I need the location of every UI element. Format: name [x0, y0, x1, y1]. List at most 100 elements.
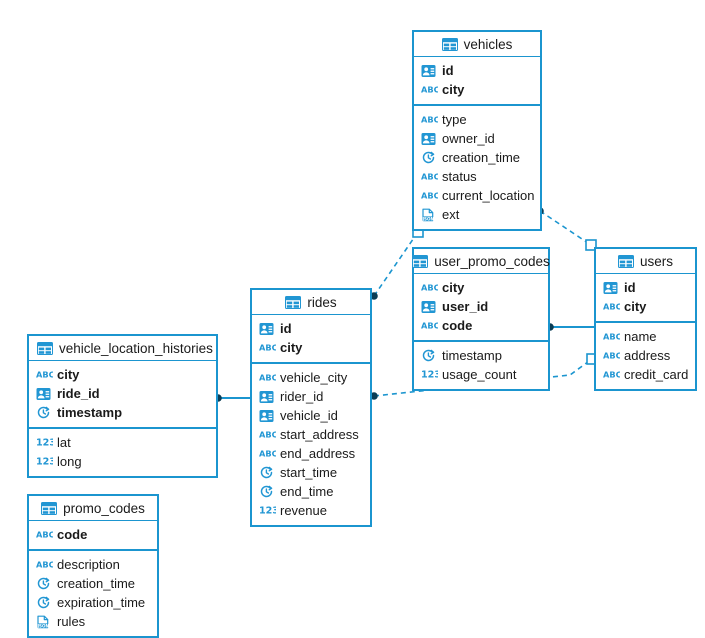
table-grid-icon — [441, 37, 458, 51]
svg-text:ABC: ABC — [421, 114, 438, 124]
field-row[interactable]: expiration_time — [29, 593, 157, 612]
primary-key-row[interactable]: id — [596, 278, 695, 297]
field-row[interactable]: 123 usage_count — [414, 365, 548, 384]
field-name: credit_card — [624, 367, 689, 382]
field-row[interactable]: ABC credit_card — [596, 365, 695, 384]
svg-text:123: 123 — [421, 369, 438, 379]
field-section: 123 lat 123 long — [29, 429, 216, 476]
field-name: description — [57, 557, 120, 572]
field-row[interactable]: start_time — [252, 463, 370, 482]
json-document-icon: JSON — [421, 208, 436, 222]
primary-key-row[interactable]: ABC code — [414, 316, 548, 335]
field-name: ext — [442, 207, 460, 222]
field-name: long — [57, 454, 82, 469]
field-name: id — [624, 280, 636, 295]
abc-text-icon: ABC — [259, 341, 276, 355]
field-row[interactable]: creation_time — [414, 148, 540, 167]
primary-key-row[interactable]: ride_id — [29, 384, 216, 403]
svg-text:123: 123 — [36, 456, 53, 466]
primary-key-row[interactable]: id — [414, 61, 540, 80]
123-number-icon: 123 — [36, 436, 53, 450]
clock-icon — [259, 466, 274, 480]
field-row[interactable]: owner_id — [414, 129, 540, 148]
abc-text-icon: ABC — [36, 558, 53, 572]
field-row[interactable]: ABC start_address — [252, 425, 370, 444]
field-row[interactable]: 123 lat — [29, 433, 216, 452]
field-name: code — [442, 318, 473, 333]
field-row[interactable]: end_time — [252, 482, 370, 501]
id-badge-icon — [421, 300, 436, 314]
field-row[interactable]: creation_time — [29, 574, 157, 593]
abc-text-icon: ABC — [421, 83, 438, 97]
table-grid-icon — [285, 295, 302, 309]
svg-text:ABC: ABC — [36, 559, 53, 569]
field-name: code — [57, 527, 88, 542]
svg-text:123: 123 — [259, 505, 276, 515]
field-name: timestamp — [57, 405, 123, 420]
svg-text:ABC: ABC — [259, 429, 276, 439]
123-number-icon: 123 — [36, 455, 53, 469]
field-name: id — [280, 321, 292, 336]
field-row[interactable]: JSON ext — [414, 205, 540, 224]
field-name: user_id — [442, 299, 489, 314]
svg-text:ABC: ABC — [36, 529, 53, 539]
field-row[interactable]: ABC type — [414, 110, 540, 129]
field-name: lat — [57, 435, 71, 450]
primary-key-row[interactable]: id — [252, 319, 370, 338]
field-row[interactable]: timestamp — [414, 346, 548, 365]
abc-text-icon: ABC — [603, 349, 620, 363]
svg-text:ABC: ABC — [259, 342, 276, 352]
field-row[interactable]: ABC description — [29, 555, 157, 574]
abc-text-icon: ABC — [259, 428, 276, 442]
table-header-users: users — [596, 249, 695, 274]
field-name: id — [442, 63, 454, 78]
abc-text-icon: ABC — [36, 368, 53, 382]
field-name: usage_count — [442, 367, 517, 382]
id-badge-icon — [421, 132, 436, 146]
field-name: end_address — [280, 446, 356, 461]
primary-key-row[interactable]: user_id — [414, 297, 548, 316]
abc-text-icon: ABC — [421, 281, 438, 295]
primary-key-row[interactable]: timestamp — [29, 403, 216, 422]
primary-key-row[interactable]: ABC code — [29, 525, 157, 544]
field-row[interactable]: vehicle_id — [252, 406, 370, 425]
field-name: start_time — [280, 465, 338, 480]
field-row[interactable]: rider_id — [252, 387, 370, 406]
svg-text:ABC: ABC — [421, 282, 438, 292]
abc-text-icon: ABC — [603, 368, 620, 382]
field-name: type — [442, 112, 467, 127]
table-name: vehicle_location_histories — [59, 340, 213, 356]
table-grid-icon — [412, 254, 429, 268]
table-grid-icon — [37, 341, 53, 355]
svg-text:ABC: ABC — [421, 190, 438, 200]
abc-text-icon: ABC — [421, 319, 438, 333]
field-name: start_address — [280, 427, 359, 442]
field-name: expiration_time — [57, 595, 146, 610]
table-header-rides: rides — [252, 290, 370, 315]
clock-icon — [421, 151, 436, 165]
field-row[interactable]: 123 long — [29, 452, 216, 471]
id-badge-icon — [259, 322, 274, 336]
